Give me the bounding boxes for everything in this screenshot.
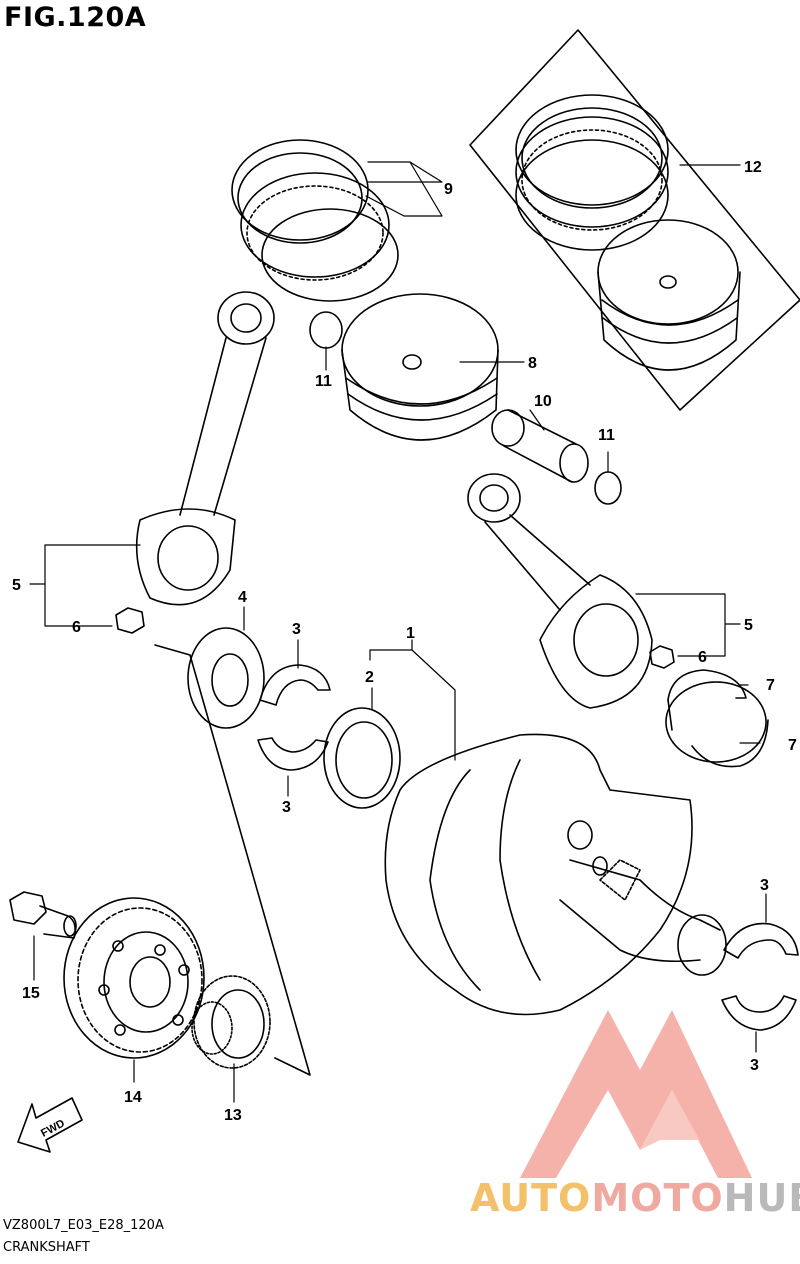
callout-1: 1 (406, 625, 415, 642)
part-1-crankshaft (384, 733, 727, 1016)
callout-11: 11 (315, 373, 332, 390)
callout-9: 9 (444, 181, 453, 198)
callout-3: 3 (750, 1057, 759, 1074)
callout-2: 2 (365, 669, 374, 686)
callout-6: 6 (72, 619, 81, 636)
callout-4: 4 (238, 589, 247, 606)
callout-5: 5 (12, 577, 21, 594)
figure-title: FIG.120A (4, 2, 147, 33)
callout-5: 5 (744, 617, 753, 634)
watermark-text: AUTOMOTOHUB (470, 1176, 800, 1220)
watermark-moto: MOTO (591, 1176, 724, 1220)
part-3-bearing-right (721, 922, 799, 1031)
gear-group-frame (154, 644, 311, 1076)
part-11-circlip-right (594, 471, 622, 505)
callout-8: 8 (528, 355, 537, 372)
callout-6: 6 (698, 649, 707, 666)
callout-10: 10 (534, 393, 552, 410)
callout-3: 3 (282, 799, 291, 816)
part-7-bearings (665, 669, 769, 768)
part-9-piston-rings (231, 139, 399, 302)
part-3-bearing-left (257, 664, 331, 771)
part-11-circlip-left (309, 311, 343, 349)
callout-3: 3 (760, 877, 769, 894)
part-12-piston-rings (515, 94, 669, 251)
fwd-arrow-icon (17, 1097, 83, 1153)
part-15-bolt (9, 891, 77, 939)
callout-7: 7 (766, 677, 775, 694)
part-10-piston-pin (491, 409, 589, 483)
figure-name: CRANKSHAFT (3, 1240, 90, 1255)
watermark-hub: HUB (723, 1176, 800, 1220)
part-4-washer (187, 627, 265, 729)
part-13-spline-gear (191, 975, 271, 1069)
callout-11: 11 (598, 427, 615, 444)
part-5-connecting-rod-right (467, 473, 653, 709)
part-6-nut-right (649, 645, 675, 669)
watermark-auto: AUTO (470, 1176, 592, 1220)
part-14-gear (63, 897, 205, 1059)
part-8-piston (341, 293, 499, 441)
automotohub-logo-mark (520, 1010, 752, 1178)
part-2-thrust-bearing (323, 707, 401, 809)
leader-lines (29, 161, 767, 1103)
callout-15: 15 (22, 985, 40, 1002)
callout-13: 13 (224, 1107, 242, 1124)
callout-3: 3 (292, 621, 301, 638)
callout-7: 7 (788, 737, 797, 754)
part-6-nut-left (115, 607, 145, 634)
part-12-kit-frame (469, 29, 800, 411)
part-5-connecting-rod-left (135, 291, 275, 606)
callout-14: 14 (124, 1089, 142, 1106)
figure-code: VZ800L7_E03_E28_120A (3, 1218, 164, 1233)
callout-12: 12 (744, 159, 762, 176)
part-12-piston (597, 219, 741, 371)
